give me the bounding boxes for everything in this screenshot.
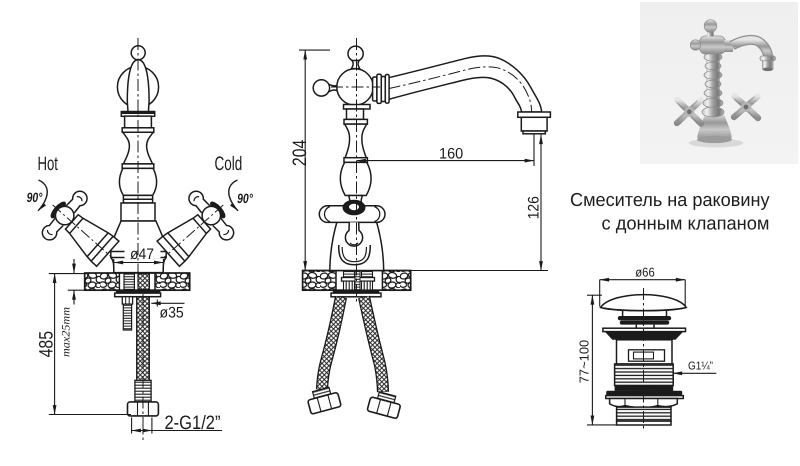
dim-cap-diameter: ø66 [635, 265, 655, 280]
side-handle [318, 199, 386, 266]
front-countertop [83, 272, 191, 292]
side-outlet-flange [517, 111, 552, 119]
drain-flange [602, 327, 687, 333]
dim-shank-diameter: ø35 [160, 304, 184, 321]
dim-total-height: 204 [289, 140, 311, 167]
side-underdeck [307, 289, 401, 420]
photo-right-handle [730, 92, 762, 122]
front-underdeck [113, 289, 162, 417]
side-faucet-body [312, 45, 552, 272]
photo-finial [703, 19, 718, 33]
spout-centerline [388, 66, 533, 113]
photo-spout [730, 36, 772, 59]
front-right-handle [156, 190, 235, 268]
product-photo [640, 2, 798, 164]
dim-drain-thread: G1¼” [688, 361, 713, 373]
drain-dimensions [587, 277, 717, 426]
photo-left-handle [673, 96, 705, 127]
cold-label: Cold [215, 153, 243, 175]
cold-rotation-label: 90° [237, 191, 253, 206]
dim-connection-thread: 2-G1/2” [165, 412, 221, 434]
drain-valve-view: ø66 77~100 G1¼” [576, 265, 717, 431]
side-knob [312, 78, 331, 97]
photo-base [697, 113, 732, 141]
dim-base-diameter: ø47 [130, 246, 154, 263]
hot-label: Hot [37, 153, 58, 175]
dim-spout-height: 126 [526, 196, 543, 219]
side-dimensions [299, 49, 548, 272]
side-view: 204 160 126 [289, 38, 552, 420]
side-spout [387, 55, 543, 113]
side-finial-ball [347, 45, 364, 63]
drain-locknut [606, 390, 683, 396]
dim-spout-reach: 160 [439, 146, 463, 163]
front-left-handle [41, 190, 120, 268]
caption-line2: с донным клапаном [602, 212, 770, 233]
dim-deck-thickness: max25mm [61, 307, 73, 357]
caption: Смеситель на раковину с донным клапаном [570, 189, 770, 233]
photo-body [699, 35, 726, 55]
drain-seal-disc [617, 316, 672, 321]
hot-rotation-label: 90° [27, 190, 43, 205]
dim-hose-length: 485 [35, 331, 57, 357]
dim-halo [124, 245, 161, 259]
front-dimensions [48, 259, 222, 434]
front-rotation-arrows [37, 179, 239, 212]
caption-line1: Смеситель на раковину [570, 189, 770, 210]
dim-height-range: 77~100 [576, 340, 591, 384]
front-view: Hot Cold 90° 90° ø47 ø35 485 max25mm 2-G… [27, 38, 253, 440]
side-mounting-bolts [340, 270, 376, 291]
